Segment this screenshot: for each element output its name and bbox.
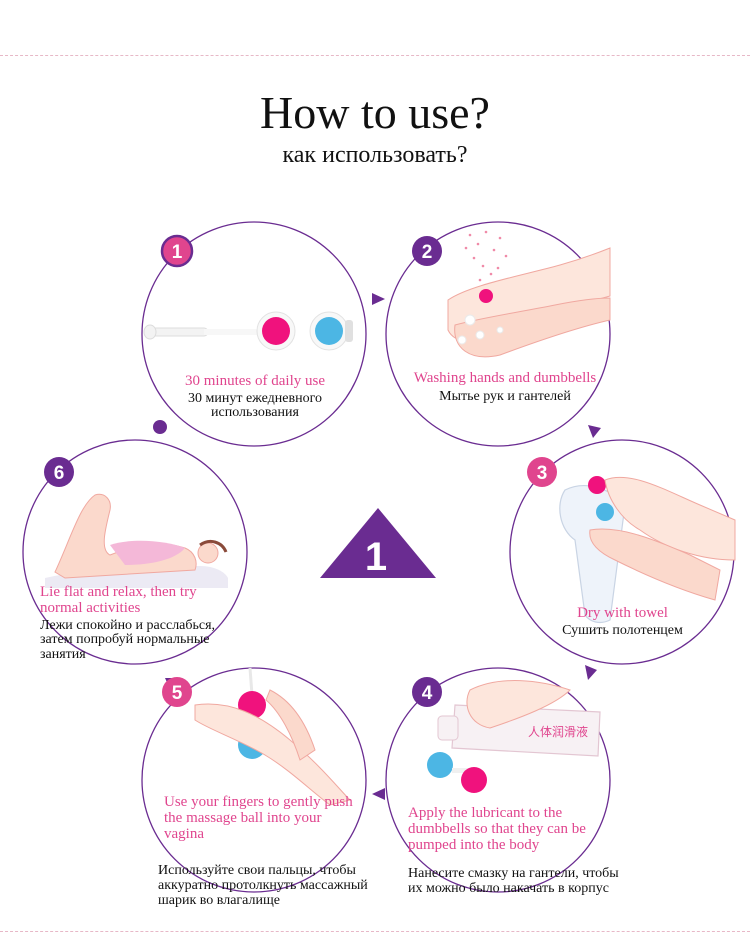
step-1-circle [141,221,367,447]
step-4-caption: Apply the lubricant to the dumbbells so … [408,805,619,897]
step-5-en-text: Use your fingers to gently push the mass… [164,794,353,842]
step-3-en-text: Dry with towel [577,605,668,621]
step-1-ru-text: 30 минут ежедневного использования [187,390,323,421]
center-badge-number: 1 [365,535,387,579]
washing-hands-image [447,230,611,358]
step-5-circle [141,667,367,893]
page-title: How to use? [260,87,490,138]
step-6-circle [22,439,248,665]
step-2-caption: Washing hands and dumbbells Мытье рук и … [393,370,617,404]
arrow-1-to-2-icon [372,293,385,305]
step-4-ru-text: Нанесите смазку на гантели, чтобы их мож… [408,866,619,896]
bottle-label-text: 人体润滑液 [528,724,588,739]
step-1-caption: 30 minutes of daily use 30 минут ежеднев… [160,373,350,421]
step-3-badge: 3 [527,457,557,487]
arrow-2-to-3-icon [588,425,601,438]
svg-text:6: 6 [54,463,65,484]
arrow-4-to-5-icon [372,788,385,800]
step-5-caption: Use your fingers to gently push the mass… [158,794,368,908]
step-5-ru-text: Используйте свои пальцы, чтобы аккуратно… [158,863,368,908]
svg-text:3: 3 [537,463,548,484]
step-3-ru-text: Сушить полотенцем [562,622,683,638]
svg-text:1: 1 [172,242,183,263]
lying-woman-image [45,493,228,588]
step-6-caption: Lie flat and relax, then try normal acti… [40,584,230,663]
step-4-circle [385,667,611,893]
lubricant-bottle-image: 人体润滑液 [427,680,601,793]
step-5-badge: 5 [162,677,192,707]
step-6-badge: 6 [44,457,74,487]
step-4-badge: 4 [412,677,442,707]
step-1-en-text: 30 minutes of daily use [185,373,325,389]
step-3-caption: Dry with towel Сушить полотенцем [535,605,710,638]
svg-text:2: 2 [422,242,433,263]
step-6-en-text: Lie flat and relax, then try normal acti… [40,584,197,616]
step-1-badge: 1 [160,234,194,268]
step-4-en-text: Apply the lubricant to the dumbbells so … [408,805,586,853]
step-2-ru-text: Мытье рук и гантелей [439,388,571,404]
top-dashed-divider [0,55,750,56]
center-triangle-badge [320,508,436,578]
svg-text:5: 5 [172,683,183,704]
step-6-ru-text: Лежи спокойно и расслабься, затем попроб… [40,617,216,662]
svg-text:4: 4 [422,683,433,704]
arrow-3-to-4-icon [585,665,597,680]
step-2-en-text: Washing hands and dumbbells [413,370,597,386]
step-2-circle [385,221,611,447]
towel-drying-image [559,476,736,624]
page-subtitle: как использовать? [282,142,468,168]
kegel-balls-product-image [143,311,353,351]
step-2-badge: 2 [412,236,442,266]
bottom-dashed-divider [0,931,750,932]
connector-6-to-1-dot [153,420,167,434]
fingers-pushing-ball-image [194,667,351,806]
